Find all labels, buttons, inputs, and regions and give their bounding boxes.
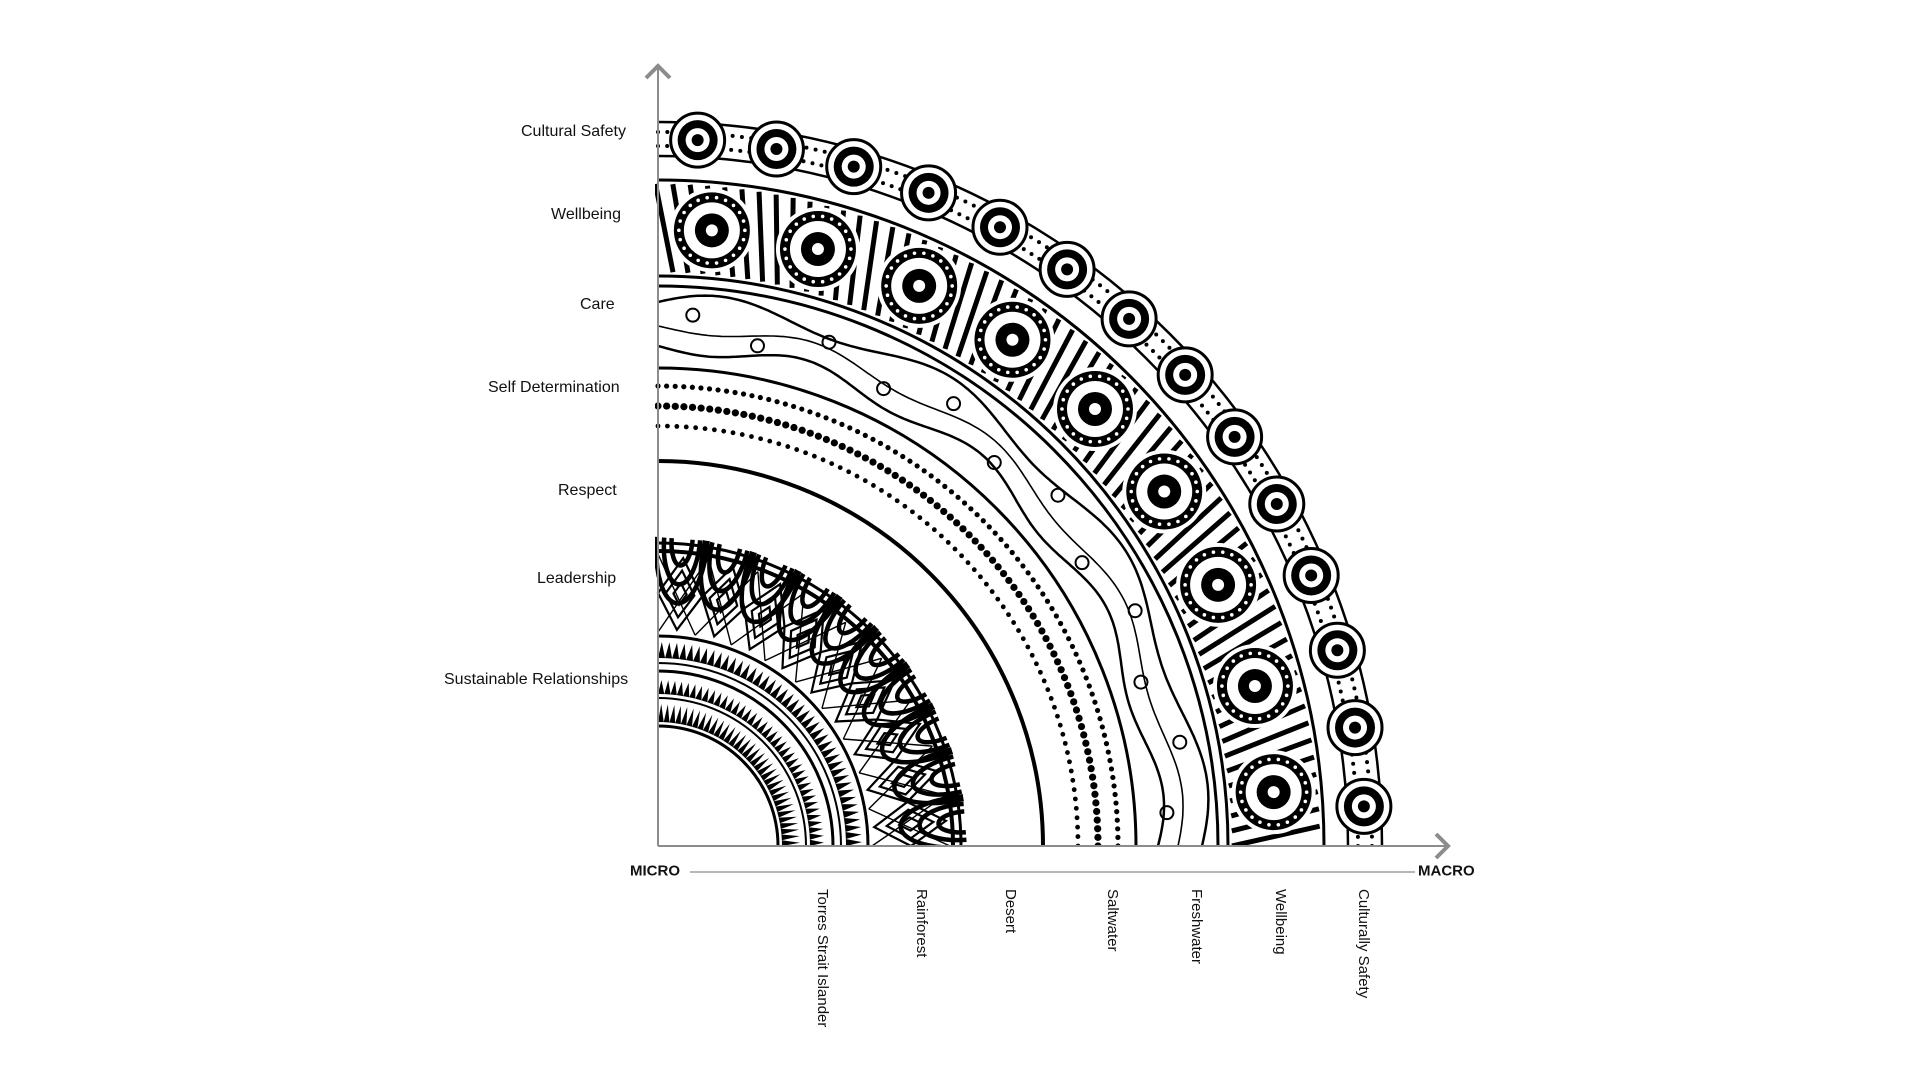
y-label-wellbeing: Wellbeing	[551, 206, 621, 223]
wavy-band-arc	[657, 284, 1220, 846]
x-label-freshwater: Freshwater	[1188, 889, 1205, 965]
y-label-respect: Respect	[558, 482, 617, 499]
small-circle-row	[685, 307, 1188, 821]
inner-band-arc	[657, 669, 835, 846]
axis-start-label: MICRO	[630, 862, 680, 880]
inner-teeth-row	[658, 680, 824, 846]
bullseye-band-arc	[657, 178, 1326, 846]
x-label-torres-strait-islander: Torres Strait Islander	[814, 889, 831, 1028]
x-label-rainforest: Rainforest	[913, 889, 930, 958]
x-label-culturally-safety: Culturally Safety	[1355, 889, 1372, 999]
x-label-saltwater: Saltwater	[1104, 889, 1121, 952]
inner-teeth-row	[658, 704, 800, 846]
wavy-line	[657, 325, 1184, 846]
arch-motifs	[655, 536, 968, 846]
dot-row	[655, 423, 1081, 846]
inner-band-arc	[657, 697, 807, 846]
y-label-cultural-safety: Cultural Safety	[521, 123, 626, 140]
axis-end-label: MACRO	[1418, 862, 1475, 880]
y-label-self-determination: Self Determination	[488, 379, 620, 396]
dot-row	[655, 383, 1121, 846]
y-label-leadership: Leadership	[537, 570, 617, 587]
outer-band-arc	[657, 154, 1350, 846]
wavy-line	[657, 294, 1210, 846]
outer-circle-motifs	[669, 111, 1393, 835]
dot-row	[655, 402, 1102, 846]
x-label-desert: Desert	[1002, 889, 1019, 934]
outer-band-arc	[657, 120, 1384, 846]
arch-band-arc	[657, 459, 1045, 846]
inner-band-arc	[657, 724, 780, 846]
y-label-care: Care	[580, 296, 615, 313]
inner-band-arc	[657, 634, 870, 846]
y-label-sustainable-relationships: Sustainable Relationships	[444, 671, 629, 688]
x-label-wellbeing: Wellbeing	[1272, 889, 1289, 955]
inner-band-arc	[657, 662, 842, 846]
wavy-line	[657, 344, 1166, 846]
inner-teeth-row	[658, 642, 862, 846]
dot-band-arc	[657, 366, 1138, 846]
bullseye-band-arc	[657, 274, 1230, 846]
bullseye-motifs	[669, 188, 1316, 835]
